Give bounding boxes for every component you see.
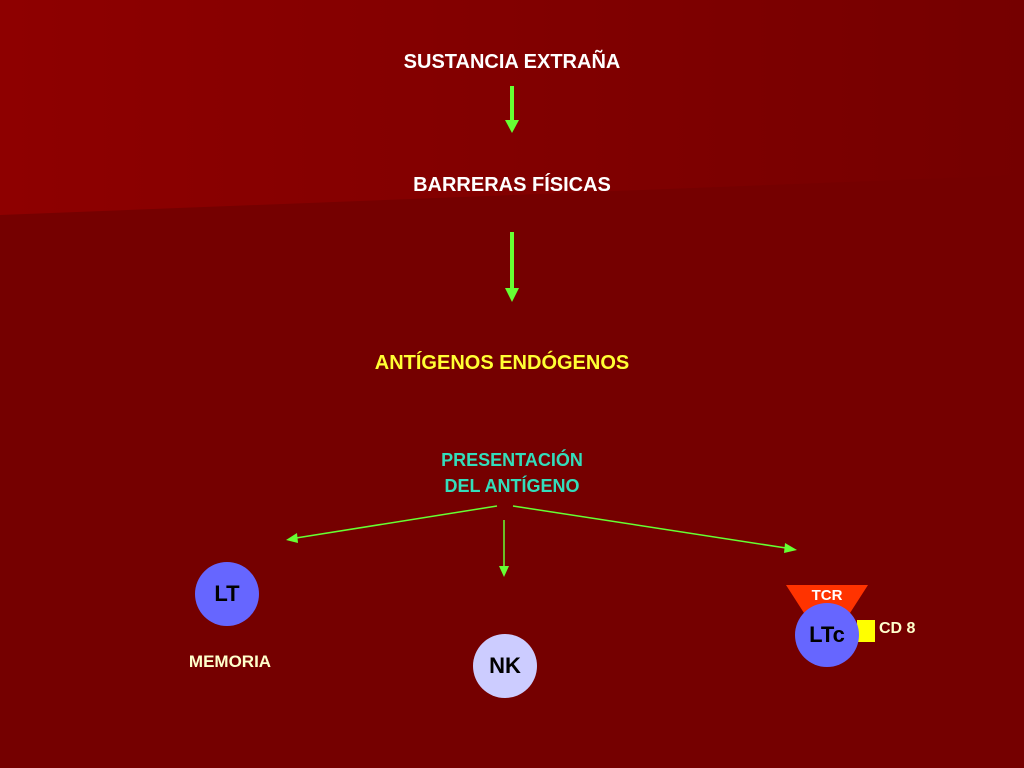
tcr-receptor-shape [786, 585, 868, 613]
lt-cell-label: LT [214, 581, 240, 606]
cd8-marker [857, 620, 875, 642]
antigen-presentation-line2: DEL ANTÍGENO [444, 476, 580, 496]
arrow-to-nk [499, 520, 509, 577]
step-endogenous-antigens: ANTÍGENOS ENDÓGENOS [374, 352, 630, 374]
antigen-presentation-line1: PRESENTACIÓN [441, 450, 583, 470]
antigen-presentation-label: PRESENTACIÓN DEL ANTÍGENO [441, 447, 583, 499]
arrow-to-lt [286, 505, 498, 543]
nk-cell: NK [473, 634, 537, 698]
arrow-to-ltc [512, 505, 797, 553]
tcr-label: TCR [811, 587, 843, 604]
arrow-down-1 [505, 86, 519, 133]
arrow-down-2 [505, 232, 519, 302]
nk-cell-label: NK [489, 653, 521, 678]
ltc-cell-label: LTc [809, 622, 845, 647]
step-foreign-substance: SUSTANCIA EXTRAÑA [403, 51, 621, 73]
cd8-label: CD 8 [879, 620, 916, 637]
ltc-cell: LTc [795, 603, 859, 667]
step-physical-barriers: BARRERAS FÍSICAS [413, 174, 611, 196]
lt-cell: LT [195, 562, 259, 626]
memory-caption: MEMORIA [188, 652, 272, 671]
